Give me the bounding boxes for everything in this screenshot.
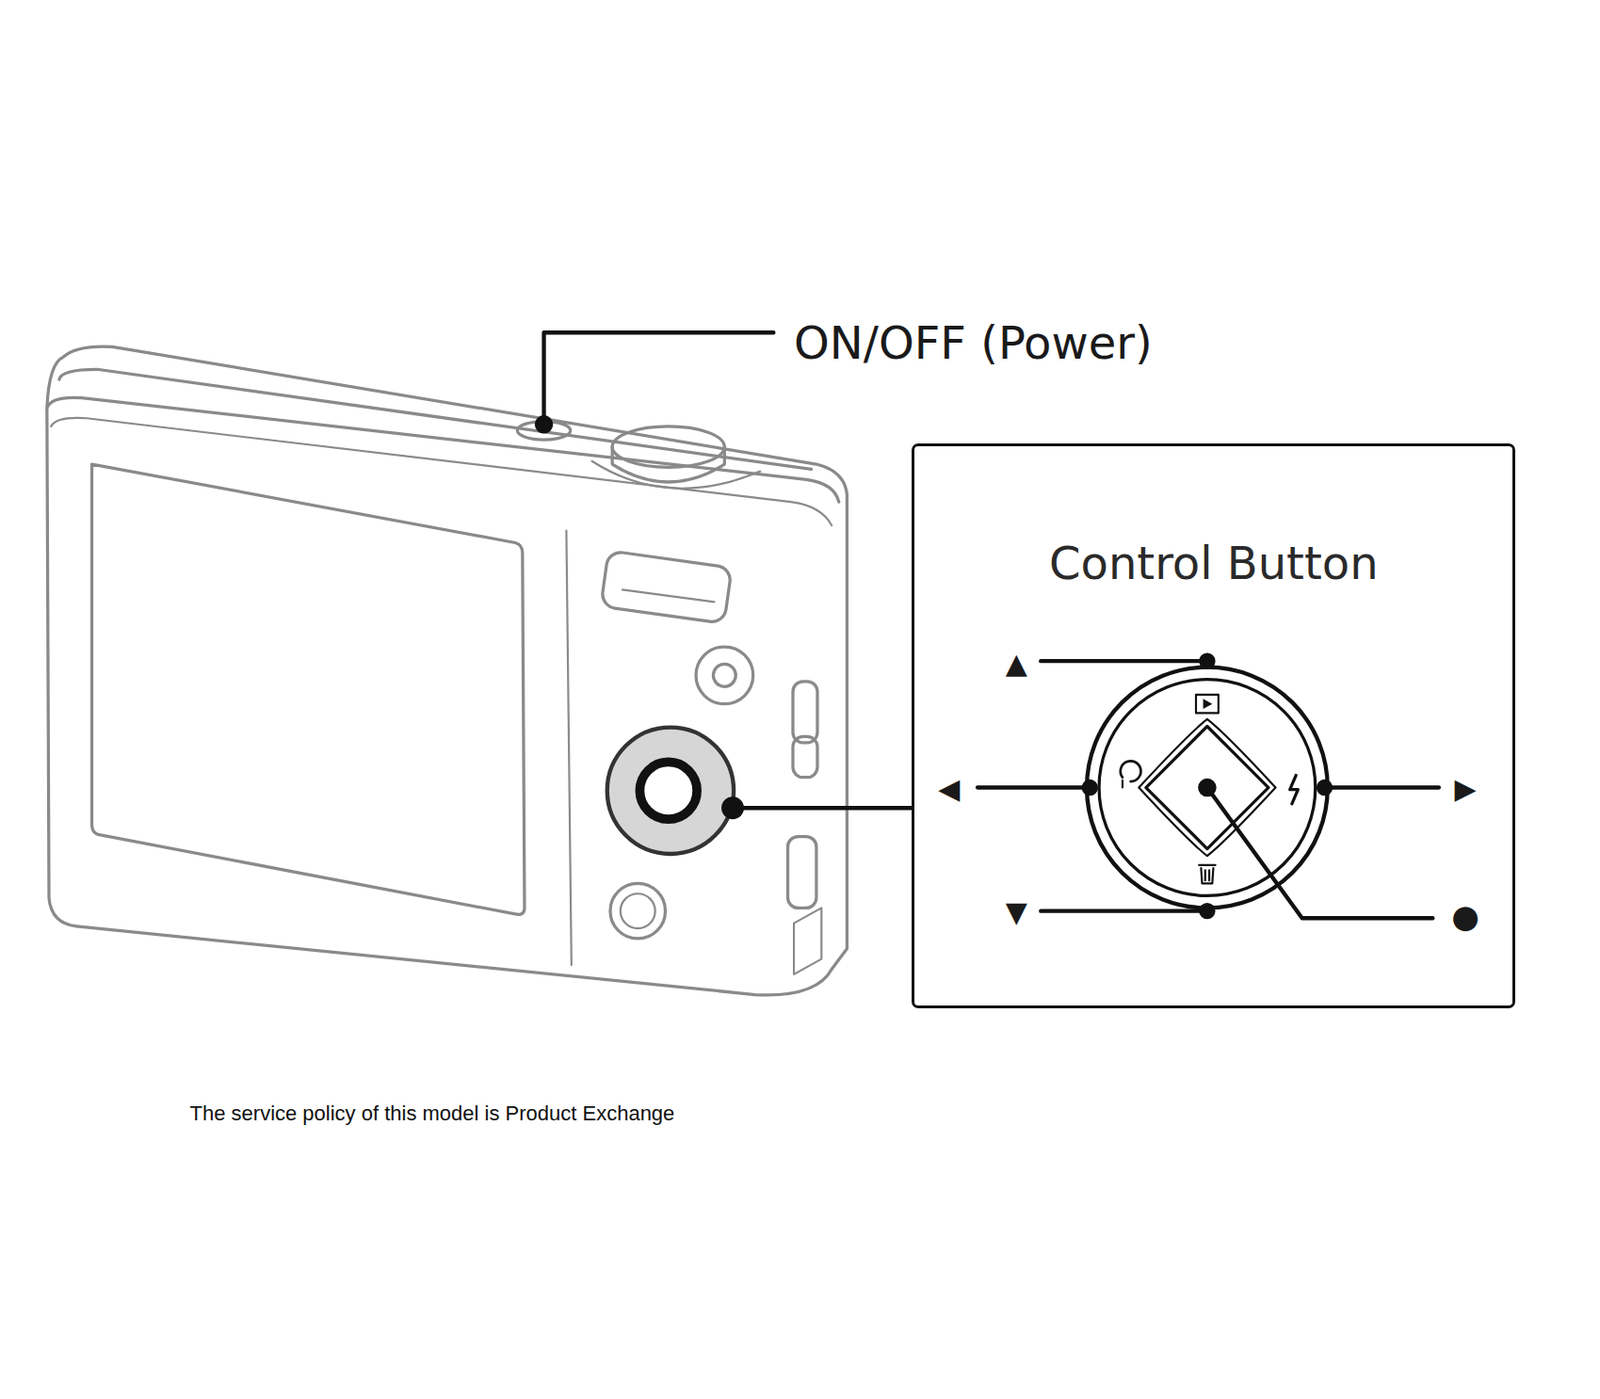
leader-line (1325, 785, 1439, 790)
direction-symbol: ▼ (1005, 894, 1028, 928)
control-dial (607, 727, 734, 855)
dial-diamond (1146, 727, 1269, 850)
usb-port (788, 837, 817, 909)
self-timer-icon (1120, 760, 1142, 782)
center-symbol: ● (1451, 897, 1480, 936)
lcd-screen (92, 464, 525, 915)
menu-button-inner (620, 893, 656, 929)
center-button (639, 761, 697, 820)
zoom-ring (591, 461, 760, 489)
playback-icon (1203, 698, 1213, 710)
movie-button-mark (712, 663, 736, 687)
panel-divider (565, 530, 571, 966)
dial-inner-ring (1098, 679, 1316, 897)
leader-line (1040, 659, 1208, 663)
leader-line (544, 332, 775, 427)
leader-dot (721, 796, 744, 820)
leader-dot (1082, 779, 1099, 796)
caption: The service policy of this model is Prod… (190, 1101, 676, 1127)
flash-icon (1290, 775, 1299, 805)
leader-line (1207, 788, 1433, 920)
leader-dot (1198, 653, 1215, 670)
part-label: ON/OFF (Power) (793, 316, 1153, 370)
self-timer-icon (1121, 780, 1124, 789)
direction-symbol: ▲ (1005, 646, 1028, 680)
movie-button (695, 646, 754, 705)
shutter-button (612, 447, 725, 483)
top-plate-line (59, 369, 812, 469)
leader-line (977, 785, 1090, 790)
leader-dot (534, 415, 554, 435)
leader-line (732, 806, 912, 810)
playback-icon (1195, 694, 1219, 714)
top-plate-line (50, 418, 832, 526)
zoom-lever (600, 550, 732, 624)
leader-line (1040, 908, 1208, 913)
side-port (792, 736, 818, 777)
callout-box: Control Button (911, 443, 1516, 1009)
box-heading: Control Button (1049, 536, 1379, 590)
leader-dot (1197, 778, 1217, 798)
dial-outer-ring (1086, 667, 1328, 909)
direction-symbol: ▶ (1454, 771, 1477, 805)
zoom-lever-line (622, 589, 715, 602)
leader-dot (1316, 779, 1333, 796)
port-cover (793, 907, 822, 974)
top-plate-edge (47, 397, 840, 502)
leader-dot (1198, 903, 1215, 920)
menu-button (610, 883, 666, 939)
direction-symbol: ◀ (937, 771, 960, 805)
strap-hook (792, 681, 818, 744)
camera-body (47, 346, 848, 996)
delete-icon (1198, 865, 1215, 885)
dial-diamond-outline (1138, 719, 1276, 857)
shutter-button-top (612, 426, 725, 468)
